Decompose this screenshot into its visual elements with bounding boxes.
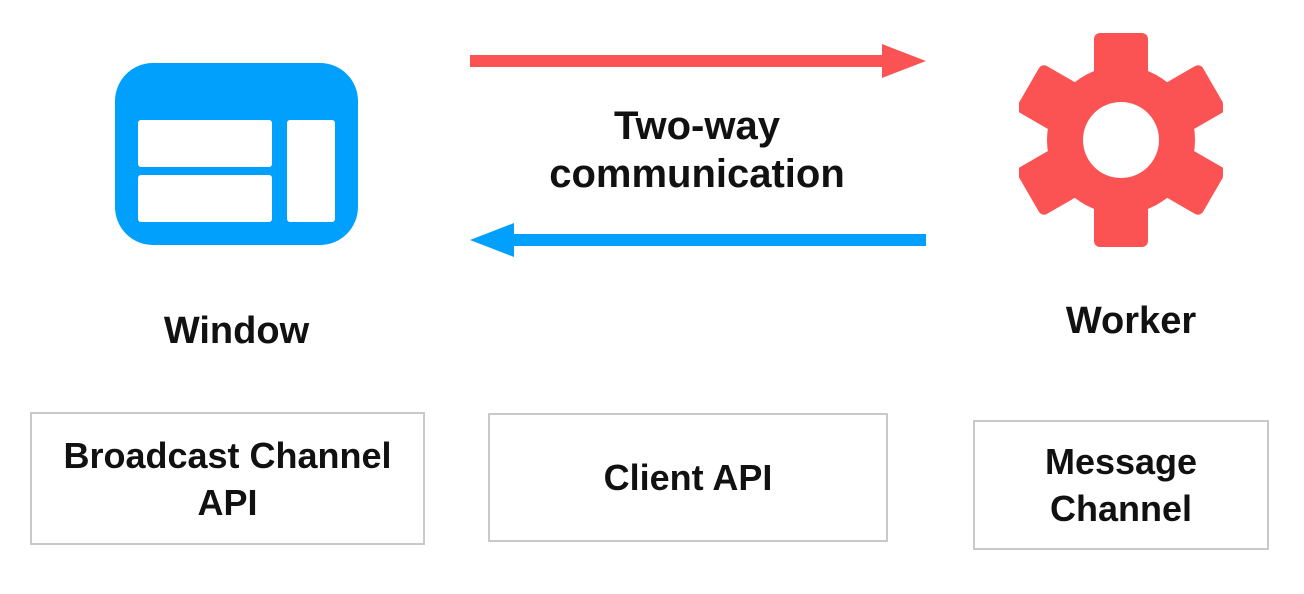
window-label: Window: [163, 310, 310, 352]
browser-window-icon: [115, 63, 358, 245]
two-way-communication-label: Two-way communication: [549, 104, 845, 196]
client-api-box: Client API: [488, 413, 888, 542]
worker-label: Worker: [1065, 300, 1197, 342]
backward-arrow: [470, 223, 926, 257]
broadcast-channel-api-box: Broadcast Channel API: [30, 412, 425, 545]
message-channel-box: Message Channel: [973, 420, 1269, 550]
gear-icon: [1019, 33, 1223, 247]
forward-arrow: [470, 44, 926, 78]
